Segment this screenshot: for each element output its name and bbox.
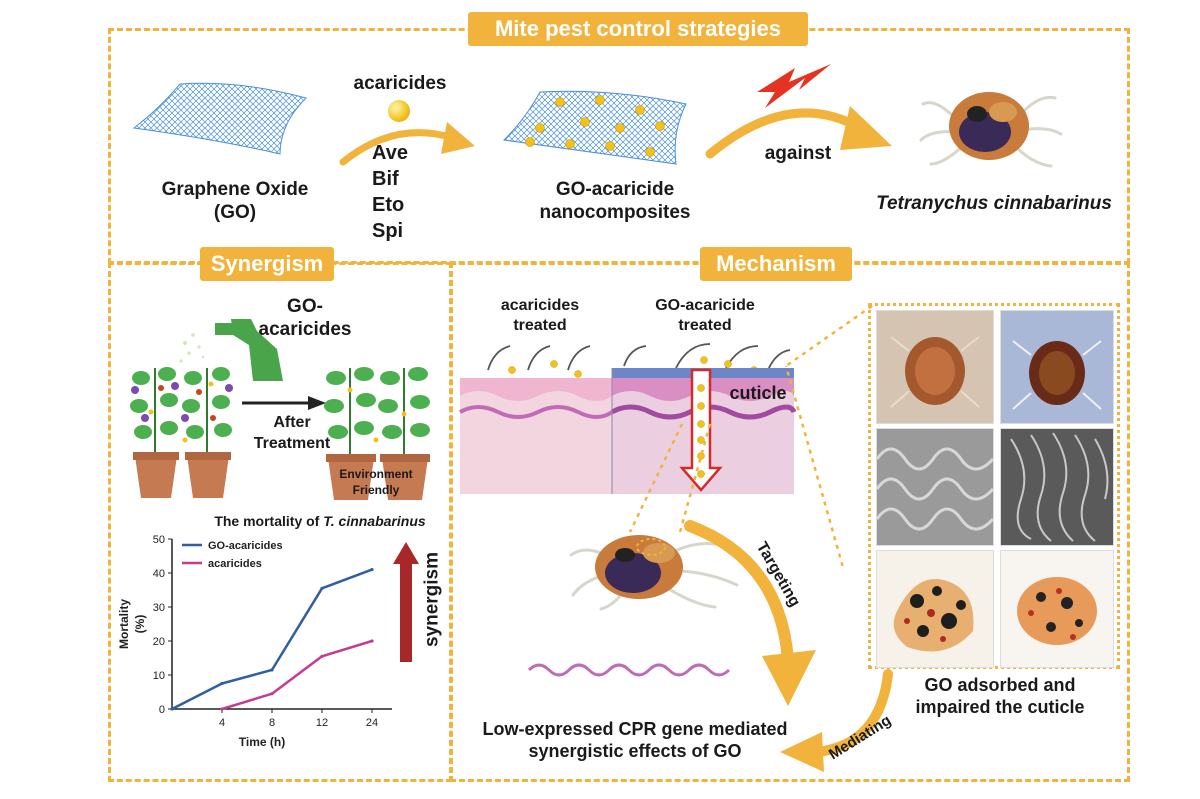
against-label: against xyxy=(764,143,832,164)
chart-y-tick-label: 10 xyxy=(153,670,165,682)
chart-x-tick-label: 8 xyxy=(269,717,275,729)
after-line2: Treatment xyxy=(253,435,331,452)
graphene-oxide-sheet xyxy=(132,82,307,155)
cpr-line1: Low-expressed CPR gene mediated xyxy=(482,719,788,739)
adsorbed-line2: impaired the cuticle xyxy=(915,697,1085,717)
stain-photo-2 xyxy=(1000,550,1114,668)
mite-photo-control xyxy=(876,310,994,424)
spray-label-line2: acaricides xyxy=(258,319,352,340)
main-title-banner: Mite pest control strategies xyxy=(468,12,808,46)
nano-label-line2: nanocomposites xyxy=(539,202,691,223)
treatment-arrow xyxy=(242,396,326,410)
chart-data-point xyxy=(320,586,324,590)
synergism-arrow xyxy=(393,542,419,662)
mechanism-banner: Mechanism xyxy=(700,247,852,281)
yellow-curved-arrow-1 xyxy=(339,122,475,166)
acaricide-list: Ave Bif Eto Spi xyxy=(372,140,432,244)
chart-series-line xyxy=(221,639,373,711)
chart-data-point xyxy=(220,681,224,686)
acaricide-eto: Eto xyxy=(372,194,405,216)
sem-photo-treated xyxy=(1000,428,1114,546)
env-line1: Environment xyxy=(339,467,413,481)
acaricides-treated-label: acaricides treated xyxy=(480,296,600,336)
cuticle-label: cuticle xyxy=(729,383,787,403)
chart-data-point xyxy=(170,707,174,711)
chart-data-point xyxy=(370,639,374,643)
mediating-arrow xyxy=(780,669,893,772)
nanocomposite-label: GO-acaricide nanocomposites xyxy=(530,178,700,224)
chart-title: The mortality of T. cinnabarinus xyxy=(190,512,450,531)
chart-y-axis-title: Mortality xyxy=(117,599,131,649)
go-label-line1: Graphene Oxide xyxy=(161,179,309,200)
spray-bottle-icon xyxy=(179,319,283,381)
infested-plants-image xyxy=(130,367,233,498)
target-species-label: Tetranychus cinnabarinus xyxy=(876,193,1112,214)
mite-photo-treated xyxy=(1000,310,1114,424)
chart-data-point xyxy=(220,707,224,711)
acaricide-spi: Spi xyxy=(372,220,404,242)
adsorbed-line1: GO adsorbed and xyxy=(924,675,1076,695)
chart-data-point xyxy=(320,654,324,658)
central-mite-image xyxy=(569,535,739,611)
synergism-arrow-label: synergism xyxy=(421,551,443,648)
chart-y-tick-label: 50 xyxy=(153,534,165,546)
chart-data-point xyxy=(270,668,274,672)
chart-y-tick-label: 20 xyxy=(153,636,165,648)
acaricide-droplet-icon xyxy=(388,100,410,122)
spray-label-line1: GO- xyxy=(287,296,323,317)
go-label: Graphene Oxide (GO) xyxy=(150,178,320,224)
chart-y-tick-label: 40 xyxy=(153,568,165,580)
micrograph-frame xyxy=(868,303,1120,669)
environment-friendly-label: Environment Friendly xyxy=(326,466,426,498)
dotted-connectors xyxy=(628,304,873,570)
after-line1: After xyxy=(273,414,311,431)
targeting-arrow xyxy=(684,520,816,706)
go-label-line2: (GO) xyxy=(213,202,257,223)
acaricides-treated-line2: treated xyxy=(513,317,567,334)
nano-label-line1: GO-acaricide xyxy=(555,179,675,200)
adsorbed-label: GO adsorbed and impaired the cuticle xyxy=(880,674,1120,718)
acaricide-ave: Ave xyxy=(372,142,408,164)
cpr-line2: synergistic effects of GO xyxy=(528,741,742,761)
cpr-label: Low-expressed CPR gene mediated synergis… xyxy=(460,718,810,762)
cpr-gene-wave xyxy=(527,663,731,677)
healthy-plants-image xyxy=(324,367,430,500)
chart-data-point xyxy=(370,568,374,572)
acaricides-treated-line1: acaricides xyxy=(500,297,580,314)
yellow-curved-arrow-2 xyxy=(705,106,892,159)
synergism-banner: Synergism xyxy=(200,247,334,281)
chart-y-tick-label: 30 xyxy=(153,602,165,614)
chart-legend-label: acaricides xyxy=(208,558,262,570)
chart-title-prefix: The mortality of xyxy=(214,513,324,529)
chart-y-axis-unit: (%) xyxy=(133,615,147,634)
env-line2: Friendly xyxy=(352,483,400,497)
spray-label: GO- acaricides xyxy=(245,295,365,341)
chart-x-tick-label: 24 xyxy=(366,717,378,729)
chart-title-italic: T. cinnabarinus xyxy=(323,513,426,529)
chart-legend-label: GO-acaricides xyxy=(208,540,283,552)
acaricide-bif: Bif xyxy=(372,168,399,190)
go-treated-line1: GO-acaricide xyxy=(655,297,755,314)
sem-photo-control xyxy=(876,428,994,546)
chart-y-tick-label: 0 xyxy=(159,704,165,716)
chart-series-line xyxy=(171,568,373,711)
spider-mite-image xyxy=(919,92,1063,168)
lightning-icon xyxy=(757,64,831,108)
chart-x-tick-label: 4 xyxy=(219,717,225,729)
cuticle-cross-section xyxy=(459,343,797,494)
go-acaricide-sheet xyxy=(502,90,687,165)
stain-photo-1 xyxy=(876,550,994,668)
chart-x-axis-title: Time (h) xyxy=(239,735,285,749)
after-treatment-label: After Treatment xyxy=(244,412,340,454)
chart-data-point xyxy=(270,692,274,696)
go-treated-label: GO-acaricide treated xyxy=(640,296,770,336)
go-treated-line2: treated xyxy=(678,317,732,334)
acaricides-label: acaricides xyxy=(353,73,447,94)
chart-x-tick-label: 12 xyxy=(316,717,328,729)
